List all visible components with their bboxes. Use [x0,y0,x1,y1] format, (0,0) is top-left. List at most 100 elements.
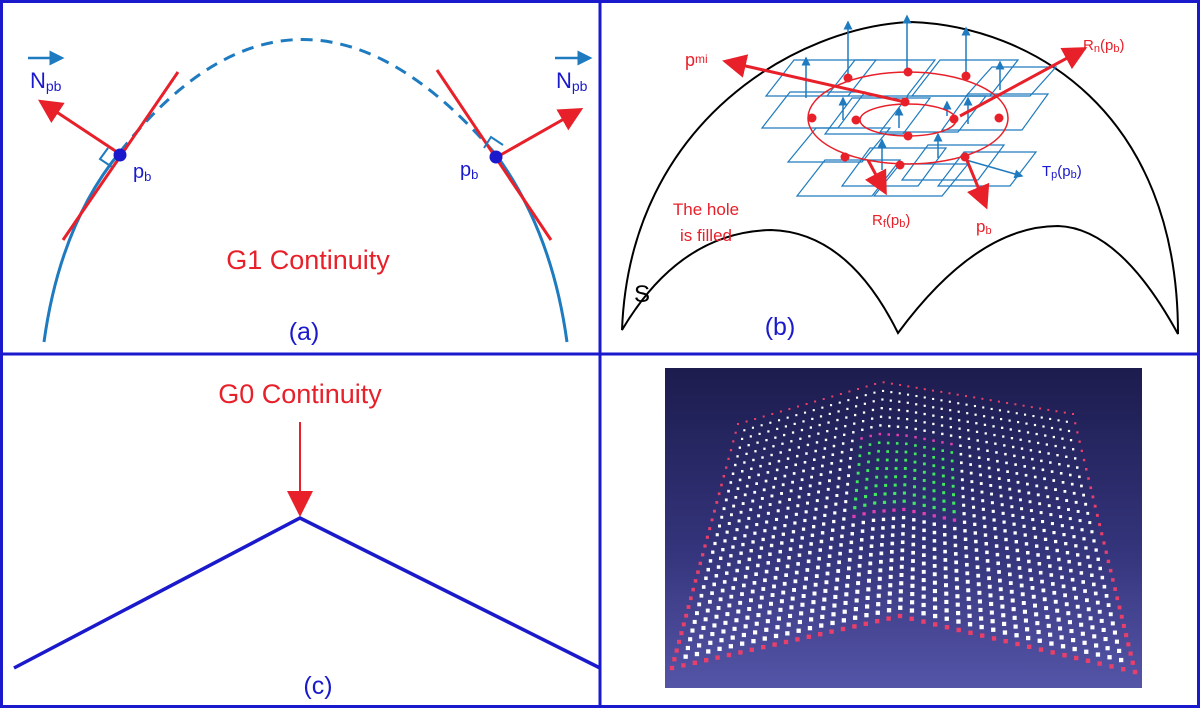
cloud-point [731,545,735,549]
cloud-point [736,487,740,490]
cloud-point [911,559,915,563]
cloud-point [1021,515,1025,519]
cloud-point [1064,542,1068,546]
cloud-point [1050,426,1054,430]
cloud-point [1001,511,1005,515]
cloud-point [851,523,855,527]
cloud-point [1108,568,1113,573]
cloud-point [815,441,819,444]
cloud-point [1038,450,1041,454]
cloud-point [808,550,812,555]
cloud-point [1070,482,1074,486]
cloud-point [913,460,917,464]
cloud-point [1079,571,1084,575]
cloud-point [824,505,828,509]
cloud-point [1005,461,1008,465]
cloud-point [708,559,713,563]
cloud-point [806,443,810,447]
cloud-point [998,485,1002,489]
cloud-point [1065,420,1068,423]
cloud-point [998,409,1001,412]
cloud-point [910,583,915,588]
cloud-point [943,574,948,579]
cloud-point [888,416,891,419]
cloud-point [735,568,739,573]
cloud-point [1033,475,1037,479]
cloud-point [989,610,994,615]
cloud-point [875,610,880,615]
cloud-point [708,640,713,645]
cloud-point [932,389,934,392]
cloud-point [978,464,982,468]
cloud-point [1070,526,1074,530]
cloud-point [976,439,979,442]
cloud-point [779,410,782,413]
cloud-point [1052,531,1056,535]
cloud-point [725,571,729,575]
cloud-point [1103,637,1108,642]
cloud-point [752,581,757,585]
cloud-point [898,605,903,610]
cloud-point [1068,517,1072,521]
cloud-point [974,413,977,416]
cloud-point [847,399,850,402]
cloud-point [848,390,851,393]
cloud-point [1074,655,1079,661]
cloud-point [978,607,983,612]
cloud-point [1026,635,1031,641]
cloud-point [853,422,856,425]
cloud-point [773,633,779,639]
cloud-point [722,507,726,511]
cloud-point [879,559,883,564]
cloud-point [1090,530,1094,534]
cloud-point [853,607,858,612]
cloud-point [692,660,697,665]
cloud-point [739,551,743,555]
cloud-point [951,468,954,471]
cloud-point [761,645,766,650]
cloud-point [787,556,791,560]
cloud-point [1088,521,1092,525]
cloud-point [823,513,827,517]
cloud-point [943,533,947,537]
cloud-point [892,500,896,504]
cloud-point [869,544,874,548]
cloud-point [825,496,829,500]
cloud-point [932,464,936,468]
cloud-point [732,626,737,631]
cloud-point [722,580,727,584]
cloud-point [968,446,971,449]
cloud-point [1119,657,1124,663]
cloud-point [789,605,794,610]
cloud-point [894,467,898,470]
cloud-point [922,470,926,474]
cloud-point [971,497,975,501]
cloud-point [1022,524,1026,528]
cloud-point [679,631,684,636]
cloud-point [932,397,935,400]
cloud-point [861,428,864,431]
cloud-point [1080,484,1083,488]
cloud-point [720,588,725,593]
cloud-point [761,456,764,459]
normal-label-left: Npb [30,68,62,94]
cloud-point [1041,468,1045,472]
cloud-point [706,649,711,654]
cloud-point [774,477,777,480]
cloud-point [786,506,790,510]
cloud-point [941,441,944,444]
label-pb: pb [976,217,992,237]
cloud-point [1114,639,1119,644]
cloud-point [956,627,961,633]
cloud-point [818,632,823,637]
cloud-point [818,481,822,485]
cloud-point [1115,596,1120,601]
cloud-point [949,434,953,437]
cloud-point [758,432,761,435]
cloud-point [968,630,973,635]
cloud-point [1054,488,1057,491]
cloud-point [719,556,723,560]
cloud-point [923,429,926,432]
cloud-point [1087,477,1090,480]
